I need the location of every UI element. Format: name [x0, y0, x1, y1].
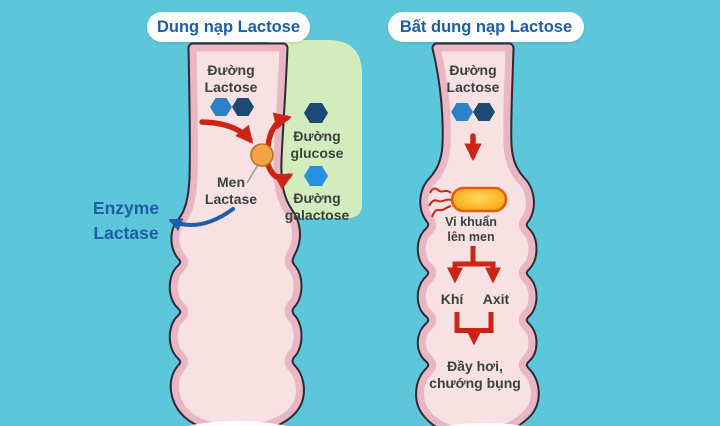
branch-to-gas-acid — [447, 246, 502, 284]
galactose-molecule — [304, 166, 328, 186]
right-title: Bất dung nạp Lactose — [388, 12, 584, 42]
label-galactose: Đường galactose — [284, 190, 350, 223]
label-men-lactase: Men Lactase — [204, 174, 258, 207]
men-lactase-pointer-line — [246, 162, 260, 184]
glucose-molecule — [304, 103, 328, 123]
bacteria-icon — [428, 186, 508, 218]
breakdown-panel — [268, 40, 362, 218]
label-acid: Axit — [482, 291, 510, 307]
arrow-lactose-to-enzyme — [199, 119, 254, 144]
intestine-right — [415, 42, 540, 426]
label-enzyme-lactase: Enzyme Lactase — [92, 198, 160, 243]
label-gas: Khí — [440, 291, 464, 307]
lactose-molecule-right — [451, 103, 495, 121]
arrow-to-glucose — [265, 112, 292, 149]
arrow-to-galactose — [264, 159, 294, 190]
left-title: Dung nạp Lactose — [147, 12, 310, 42]
label-lactose-right: Đường Lactose — [446, 62, 500, 95]
lactase-enzyme-icon — [250, 143, 274, 167]
bracket-to-symptoms — [454, 312, 494, 346]
label-bacteria: Vi khuẩn lên men — [445, 215, 497, 244]
bottom-fade-right — [446, 423, 524, 426]
label-glucose: Đường glucose — [290, 128, 344, 161]
enzyme-lactase-arrow — [168, 207, 235, 232]
label-symptoms: Đầy hơi, chướng bụng — [429, 358, 521, 391]
lactose-molecule-left — [210, 98, 254, 116]
label-lactose-left: Đường Lactose — [204, 62, 258, 95]
bottom-fade-left — [188, 421, 286, 426]
